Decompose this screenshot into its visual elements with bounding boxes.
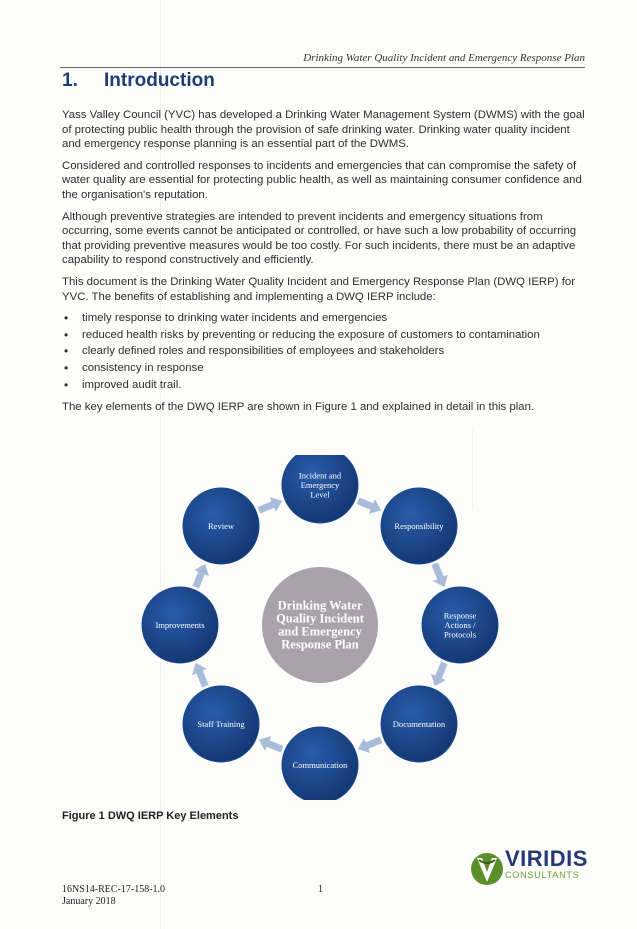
cycle-arrow [258,736,284,753]
footer-info: 16NS14-REC-17-158-1.0 January 2018 [62,884,165,908]
paragraph: Considered and controlled responses to i… [62,159,582,201]
cycle-arrow [257,497,283,514]
element-node [182,487,260,565]
center-circle [262,567,378,683]
viridis-logo-icon [471,853,503,885]
document-date: January 2018 [62,896,116,907]
running-header: Drinking Water Quality Incident and Emer… [60,52,585,68]
element-node-label: Responsibility [394,521,444,531]
element-node [380,487,458,565]
body-text: Yass Valley Council (YVC) has developed … [62,108,590,422]
scan-artifact [472,430,473,510]
paragraph: Although preventive strategies are inten… [62,210,577,267]
element-node-label: Documentation [393,719,446,729]
element-node [182,685,260,763]
paragraph: Yass Valley Council (YVC) has developed … [62,109,585,151]
cycle-arrow [357,736,383,753]
logo-wordmark: VIRIDIS CONSULTANTS [505,848,588,881]
paragraph: The key elements of the DWQ IERP are sho… [62,401,535,414]
section-number: 1. [62,70,78,91]
page-number: 1 [318,884,323,895]
logo-name: VIRIDIS [505,846,588,871]
figure-caption: Figure 1 DWQ IERP Key Elements [62,810,239,822]
list-item: clearly defined roles and responsibiliti… [62,344,590,359]
element-node-label: Staff Training [197,719,245,729]
element-node [281,726,359,800]
element-node [421,586,499,664]
document-number: 16NS14-REC-17-158-1.0 [62,884,166,895]
list-item: improved audit trail. [62,378,590,393]
element-node-label: Review [208,521,235,531]
list-item: consistency in response [62,361,590,376]
cycle-arrow [192,563,209,589]
element-node [380,685,458,763]
logo-subtitle: CONSULTANTS [505,870,580,880]
element-node [281,455,359,524]
list-item: reduced health risks by preventing or re… [62,328,590,343]
section-heading: 1. Introduction [62,70,215,92]
element-node [141,586,219,664]
cycle-arrow [192,662,209,688]
benefits-list: timely response to drinking water incide… [62,311,590,392]
element-node-label: Improvements [155,620,204,630]
cycle-arrow [431,562,448,588]
cycle-arrow [356,497,382,514]
cycle-arrow [431,661,448,687]
scan-artifact [160,0,161,929]
paragraph: This document is the Drinking Water Qual… [62,275,575,303]
element-node-label: Communication [293,760,349,770]
list-item: timely response to drinking water incide… [62,311,590,326]
section-title-text: Introduction [104,70,215,91]
